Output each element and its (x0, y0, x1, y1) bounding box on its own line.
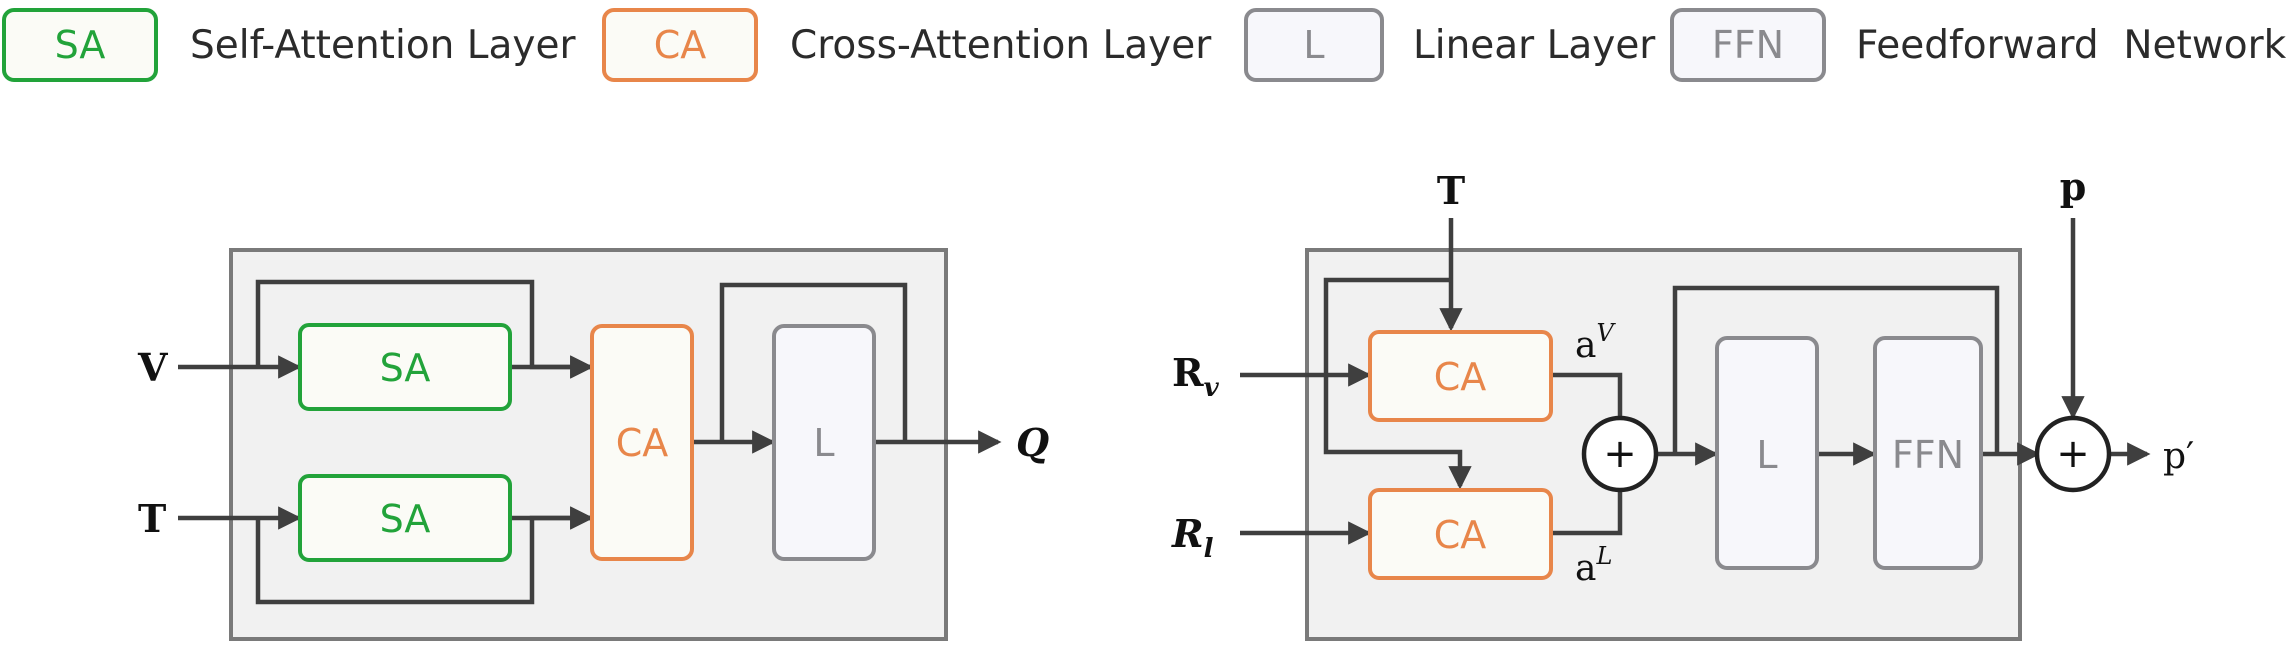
linear-block-label: L (813, 421, 834, 465)
legend-ca-swatch (602, 8, 758, 82)
wire-plus-skip (1672, 285, 2000, 454)
right-linear-block-label: L (1756, 433, 1777, 477)
legend-l: L Linear Layer (1244, 8, 1656, 82)
sa-block-bottom-label: SA (380, 497, 431, 541)
legend-ffn: FFN Feedforward Network (1670, 8, 2287, 82)
right-linear-block (1715, 336, 1819, 570)
legend: SA Self-Attention Layer CA Cross-Attenti… (2, 8, 2287, 82)
linear-block (772, 324, 876, 561)
legend-ffn-swatch (1670, 8, 1826, 82)
legend-ca-tag: CA (654, 23, 707, 67)
legend-sa-tag: SA (55, 23, 106, 67)
legend-ffn-tag: FFN (1712, 23, 1784, 67)
wire-ca-top-to-plus (1551, 372, 1623, 418)
label-av: aV (1575, 319, 1616, 366)
sum-node-2 (2034, 415, 2112, 493)
legend-sa-label: Self-Attention Layer (190, 23, 576, 68)
label-al: aL (1575, 542, 1612, 589)
ca-block-top (1368, 330, 1553, 422)
ffn-block (1873, 336, 1983, 570)
left-module: V T SA SA CA L Q (137, 248, 1049, 641)
wire-ca-bottom-to-plus (1551, 490, 1623, 536)
left-input-t: T (138, 496, 166, 541)
right-input-t: T (1437, 168, 1465, 213)
ca-block (590, 324, 694, 561)
ca-block-bottom (1368, 488, 1553, 580)
sa-block-bottom (298, 474, 512, 562)
right-input-rv: Rv (1172, 350, 1220, 403)
ca-block-top-label: CA (1434, 355, 1487, 399)
ca-block-bottom-label: CA (1434, 513, 1487, 557)
right-input-rl: Rl (1171, 511, 1214, 564)
wire-ca-skip (719, 282, 908, 442)
legend-ca: CA Cross-Attention Layer (602, 8, 1212, 82)
legend-ffn-label: Feedforward Network (1856, 23, 2287, 68)
legend-sa-swatch (2, 8, 158, 82)
sum-node-1-symbol: + (1603, 431, 1637, 477)
left-output-q: Q (1016, 420, 1049, 465)
legend-l-tag: L (1303, 23, 1324, 67)
ca-block-label: CA (616, 421, 669, 465)
left-input-v: V (137, 345, 169, 390)
right-module: T p Rv Rl CA CA aV aL + + L (1171, 164, 2194, 641)
ffn-block-label: FFN (1892, 433, 1964, 477)
sum-node-1 (1581, 415, 1659, 493)
right-output-p-prime: p′ (2163, 436, 2194, 477)
sa-block-top (298, 323, 512, 411)
sum-node-2-symbol: + (2056, 431, 2090, 477)
legend-sa: SA Self-Attention Layer (2, 8, 576, 82)
sa-block-top-label: SA (380, 346, 431, 390)
right-input-p: p (2060, 164, 2087, 209)
wire-t-to-ca-bottom (1323, 277, 1472, 490)
legend-l-label: Linear Layer (1413, 23, 1656, 68)
legend-ca-label: Cross-Attention Layer (790, 23, 1212, 68)
legend-l-swatch (1244, 8, 1384, 82)
